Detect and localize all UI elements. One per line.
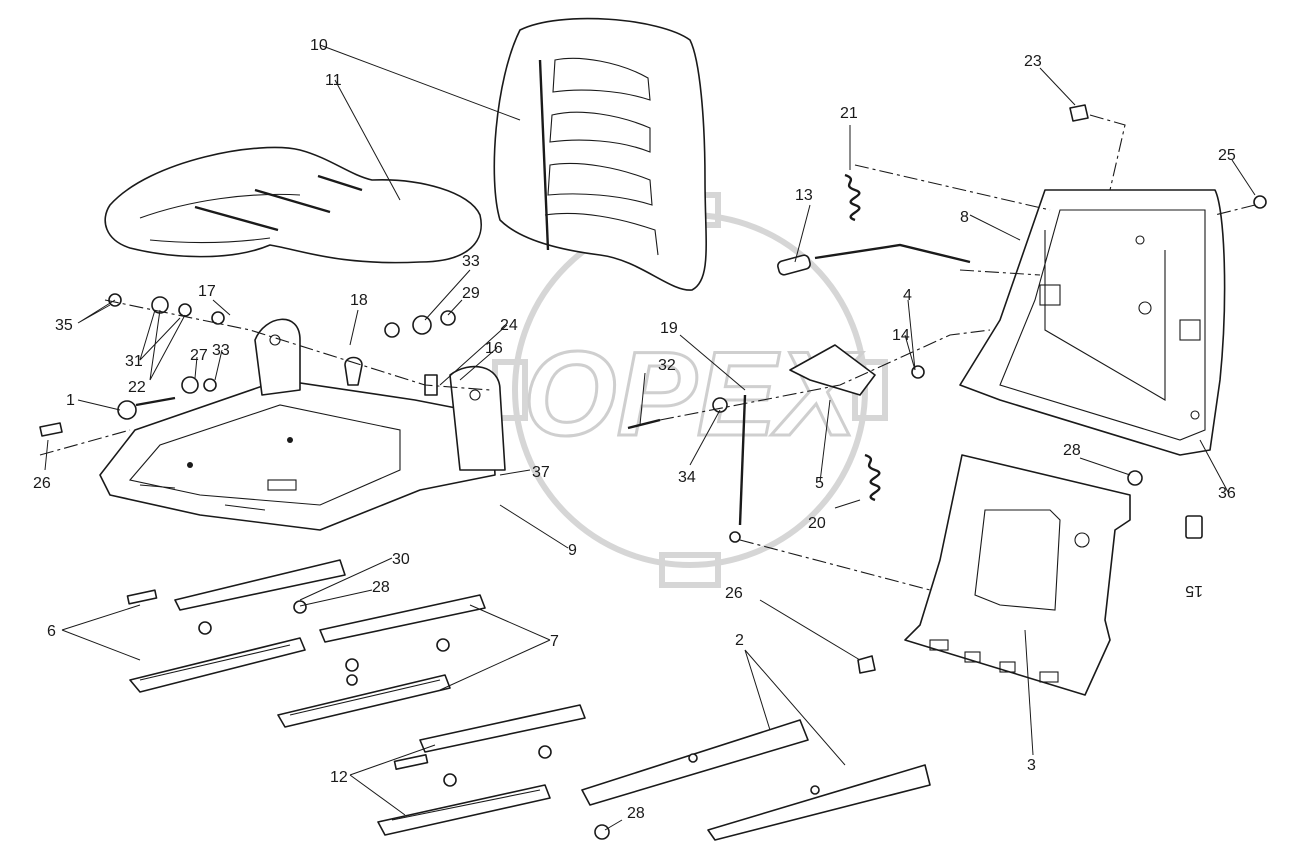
callout-14: 14 <box>892 327 910 344</box>
callout-34: 34 <box>678 469 696 486</box>
callout-32: 32 <box>658 357 676 374</box>
slide-rail-middle <box>277 594 486 728</box>
callout-10: 10 <box>310 37 328 54</box>
callout-31: 31 <box>125 353 143 370</box>
callout-2: 2 <box>735 632 744 649</box>
callout-33-top: 33 <box>462 253 480 270</box>
leader-lines <box>44 44 1256 831</box>
callout-6: 6 <box>47 623 56 640</box>
callout-23: 23 <box>1024 53 1042 70</box>
callout-12: 12 <box>330 769 348 786</box>
seat-pan-frame <box>99 318 506 531</box>
fasteners <box>39 104 1267 840</box>
backrest-frame <box>959 189 1226 456</box>
callout-5: 5 <box>815 475 824 492</box>
callout-17: 17 <box>198 283 216 300</box>
callout-labels: 1 2 3 4 5 6 7 8 9 10 11 12 13 14 15 16 1… <box>33 37 1236 822</box>
callout-27: 27 <box>190 347 208 364</box>
callout-24: 24 <box>500 317 518 334</box>
slide-rail-left <box>126 559 346 693</box>
slide-rail-lower <box>377 704 586 836</box>
callout-3: 3 <box>1027 757 1036 774</box>
callout-20: 20 <box>808 515 826 532</box>
callout-4: 4 <box>903 287 912 304</box>
watermark-text: OPEX <box>523 327 863 461</box>
callout-28-middle: 28 <box>372 579 390 596</box>
springs <box>844 173 881 502</box>
callout-18: 18 <box>350 292 368 309</box>
callout-33-left: 33 <box>212 342 230 359</box>
backrest-rear-panel <box>904 454 1131 696</box>
backrest-cushion <box>493 17 707 291</box>
callout-21: 21 <box>840 105 858 122</box>
callout-37: 37 <box>532 464 550 481</box>
assembly-lines <box>39 114 1256 591</box>
callout-15: 15 <box>1185 582 1203 599</box>
recliner-mechanism <box>729 243 971 543</box>
callout-16: 16 <box>485 340 503 357</box>
watermark: OPEX <box>492 192 888 588</box>
callout-36: 36 <box>1218 485 1236 502</box>
callout-30: 30 <box>392 551 410 568</box>
callout-25: 25 <box>1218 147 1236 164</box>
callout-28-right: 28 <box>1063 442 1081 459</box>
callout-35: 35 <box>55 317 73 334</box>
mounting-brackets <box>581 719 931 841</box>
callout-8: 8 <box>960 209 969 226</box>
callout-9: 9 <box>568 542 577 559</box>
seat-cushion <box>104 146 482 264</box>
callout-13: 13 <box>795 187 813 204</box>
callout-26-left: 26 <box>33 475 51 492</box>
callout-26-right: 26 <box>725 585 743 602</box>
callout-22: 22 <box>128 379 146 396</box>
callout-29: 29 <box>462 285 480 302</box>
callout-11: 11 <box>325 72 342 89</box>
callout-1: 1 <box>66 392 75 409</box>
callout-7: 7 <box>550 633 559 650</box>
callout-28-bottom: 28 <box>627 805 645 822</box>
callout-19: 19 <box>660 320 678 337</box>
